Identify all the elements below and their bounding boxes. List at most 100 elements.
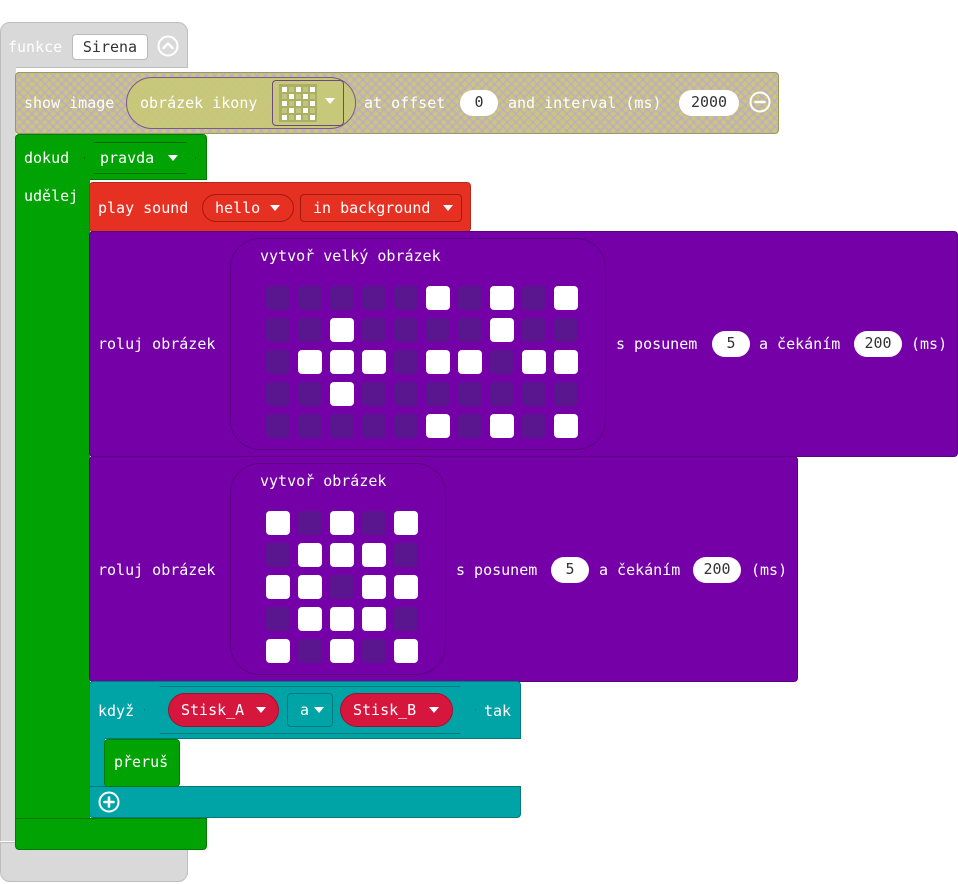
led-cell[interactable]	[522, 286, 546, 310]
led-cell[interactable]	[362, 511, 386, 535]
condition-value[interactable]: pravda	[100, 149, 155, 167]
led-cell[interactable]	[266, 639, 290, 663]
led-cell[interactable]	[394, 543, 418, 567]
do-label: udělej	[24, 187, 79, 205]
led-cell[interactable]	[490, 414, 514, 438]
led-cell[interactable]	[298, 543, 322, 567]
led-cell[interactable]	[554, 286, 578, 310]
led-cell[interactable]	[266, 575, 290, 599]
chevron-up-circle-icon[interactable]	[157, 35, 179, 57]
break-block[interactable]	[104, 739, 180, 787]
led-cell[interactable]	[330, 382, 354, 406]
led-cell[interactable]	[394, 575, 418, 599]
led-cell[interactable]	[330, 543, 354, 567]
led-cell[interactable]	[330, 607, 354, 631]
led-cell[interactable]	[554, 350, 578, 374]
led-cell[interactable]	[490, 382, 514, 406]
icon-pixel	[310, 101, 315, 106]
led-cell[interactable]	[426, 414, 450, 438]
led-cell[interactable]	[362, 543, 386, 567]
led-cell[interactable]	[330, 639, 354, 663]
led-cell[interactable]	[458, 414, 482, 438]
icon-pixel	[296, 115, 301, 120]
led-cell[interactable]	[522, 382, 546, 406]
offset-field[interactable]: 0	[460, 90, 498, 116]
led-cell[interactable]	[298, 511, 322, 535]
minus-circle-icon[interactable]	[749, 91, 771, 113]
function-name-field[interactable]: Sirena	[72, 34, 148, 60]
led-cell[interactable]	[394, 511, 418, 535]
led-cell[interactable]	[266, 414, 290, 438]
led-cell[interactable]	[362, 382, 386, 406]
small-offset-field[interactable]: 5	[551, 557, 589, 583]
led-cell[interactable]	[298, 639, 322, 663]
led-cell[interactable]	[266, 350, 290, 374]
icon-image-label: obrázek ikony	[140, 94, 258, 112]
led-cell[interactable]	[490, 318, 514, 342]
led-cell[interactable]	[330, 350, 354, 374]
led-cell[interactable]	[362, 575, 386, 599]
led-cell[interactable]	[522, 350, 546, 374]
led-cell[interactable]	[554, 382, 578, 406]
led-cell[interactable]	[266, 607, 290, 631]
led-cell[interactable]	[362, 318, 386, 342]
led-cell[interactable]	[298, 350, 322, 374]
led-cell[interactable]	[426, 286, 450, 310]
led-cell[interactable]	[298, 575, 322, 599]
led-cell[interactable]	[362, 350, 386, 374]
small-delay-field[interactable]: 200	[693, 557, 741, 583]
big-image-grid[interactable]	[266, 286, 578, 438]
led-cell[interactable]	[298, 286, 322, 310]
led-cell[interactable]	[330, 511, 354, 535]
led-cell[interactable]	[554, 318, 578, 342]
led-cell[interactable]	[298, 414, 322, 438]
led-cell[interactable]	[522, 318, 546, 342]
sound-mode-dropdown[interactable]: in background	[300, 194, 462, 222]
big-offset-field[interactable]: 5	[712, 331, 750, 357]
led-cell[interactable]	[266, 511, 290, 535]
big-delay-field[interactable]: 200	[854, 331, 902, 357]
led-cell[interactable]	[490, 286, 514, 310]
left-button-value: Stisk_A	[181, 701, 245, 719]
small-image-grid[interactable]	[266, 511, 418, 663]
plus-circle-icon[interactable]	[98, 791, 120, 813]
led-cell[interactable]	[554, 414, 578, 438]
led-cell[interactable]	[266, 318, 290, 342]
led-cell[interactable]	[458, 382, 482, 406]
operator-dropdown[interactable]: a	[287, 693, 333, 727]
led-cell[interactable]	[330, 286, 354, 310]
led-cell[interactable]	[266, 543, 290, 567]
led-cell[interactable]	[394, 639, 418, 663]
interval-field[interactable]: 2000	[679, 90, 739, 116]
led-cell[interactable]	[522, 414, 546, 438]
led-cell[interactable]	[266, 382, 290, 406]
led-cell[interactable]	[330, 575, 354, 599]
right-button-dropdown[interactable]: Stisk_B	[340, 693, 453, 727]
sound-dropdown[interactable]: hello	[202, 194, 294, 222]
led-cell[interactable]	[490, 350, 514, 374]
led-cell[interactable]	[362, 286, 386, 310]
led-cell[interactable]	[458, 318, 482, 342]
led-cell[interactable]	[426, 350, 450, 374]
led-cell[interactable]	[394, 382, 418, 406]
led-cell[interactable]	[362, 639, 386, 663]
led-cell[interactable]	[298, 318, 322, 342]
led-cell[interactable]	[394, 607, 418, 631]
break-label: přeruš	[114, 753, 169, 771]
led-cell[interactable]	[298, 607, 322, 631]
led-cell[interactable]	[298, 382, 322, 406]
led-cell[interactable]	[394, 350, 418, 374]
led-cell[interactable]	[330, 414, 354, 438]
led-cell[interactable]	[362, 607, 386, 631]
led-cell[interactable]	[266, 286, 290, 310]
led-cell[interactable]	[330, 318, 354, 342]
led-cell[interactable]	[394, 286, 418, 310]
led-cell[interactable]	[458, 350, 482, 374]
led-cell[interactable]	[362, 414, 386, 438]
led-cell[interactable]	[426, 382, 450, 406]
led-cell[interactable]	[458, 286, 482, 310]
led-cell[interactable]	[394, 318, 418, 342]
chevron-down-icon	[314, 707, 324, 713]
led-cell[interactable]	[426, 318, 450, 342]
led-cell[interactable]	[394, 414, 418, 438]
